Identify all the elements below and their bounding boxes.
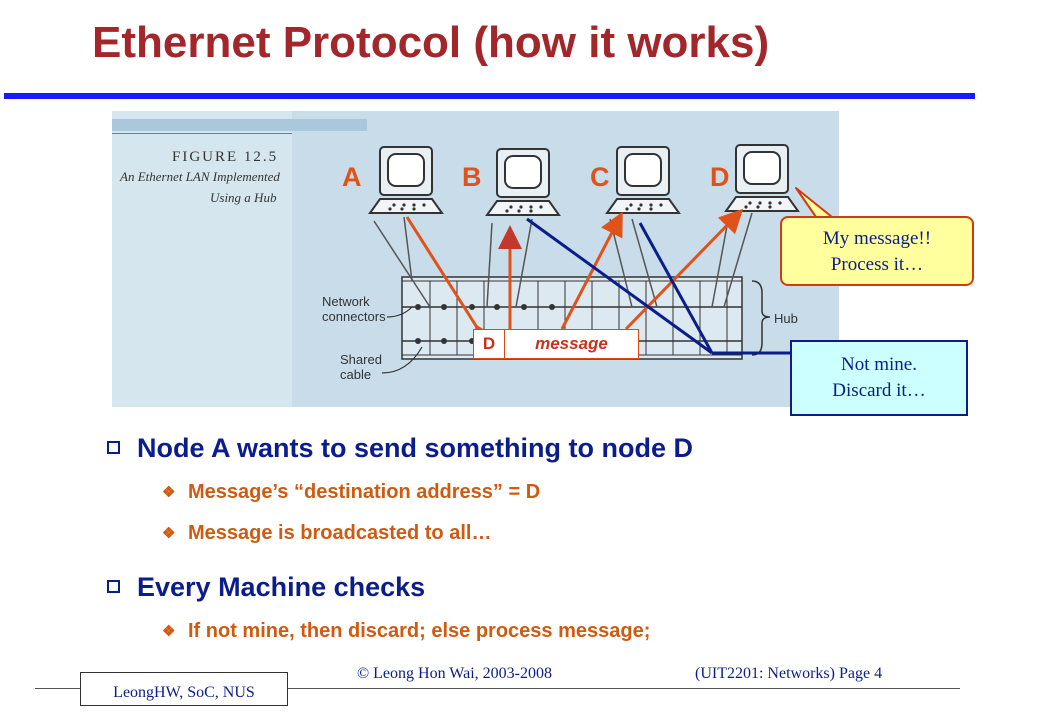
- slide-title: Ethernet Protocol (how it works): [92, 18, 770, 67]
- subbullet-broadcast-text: Message is broadcasted to all…: [188, 522, 492, 544]
- title-rule: [4, 93, 975, 99]
- shared-cable-label-2: cable: [340, 367, 371, 382]
- figure-top-band: [112, 119, 367, 131]
- subbullet-destination-text: Message’s “destination address” = D: [188, 481, 541, 503]
- bullet-node-a: Node A wants to send something to node D: [107, 433, 693, 464]
- footer-author: LeongHW, SoC, NUS: [80, 672, 288, 706]
- bullet-every-machine-text: Every Machine checks: [137, 572, 426, 602]
- callout-my-line1: My message!!: [822, 228, 932, 249]
- caption-panel: [112, 111, 292, 407]
- figure-caption-line3: Using a Hub: [210, 190, 277, 205]
- broadcast-arrows: [405, 208, 744, 351]
- computer-d: [724, 144, 800, 212]
- node-label-d: D: [710, 162, 730, 192]
- square-bullet-icon: [107, 580, 120, 593]
- message-packet: D message: [473, 329, 639, 359]
- figure-svg: FIGURE 12.5 An Ethernet LAN Implemented …: [112, 111, 839, 407]
- computer-b: [485, 148, 561, 216]
- network-connectors-label-2: connectors: [322, 309, 386, 324]
- bullet-every-machine: Every Machine checks: [107, 572, 425, 603]
- discard-lines: [526, 217, 792, 355]
- hub-label: Hub: [774, 311, 798, 326]
- node-label-c: C: [590, 162, 610, 192]
- computer-c: [605, 146, 681, 214]
- subbullet-discard: ❖ If not mine, then discard; else process…: [162, 620, 650, 643]
- computer-a: [368, 146, 444, 214]
- hub-brace: [751, 280, 771, 356]
- diamond-bullet-icon: ❖: [162, 484, 176, 501]
- footer-copyright: © Leong Hon Wai, 2003-2008: [357, 665, 552, 682]
- callout-not-line1: Not mine.: [841, 354, 917, 375]
- footer-rule: [35, 688, 960, 689]
- shared-cable-label-1: Shared: [340, 352, 382, 367]
- subbullet-broadcast: ❖ Message is broadcasted to all…: [162, 522, 491, 545]
- square-bullet-icon: [107, 441, 120, 454]
- node-label-a: A: [342, 162, 362, 192]
- node-label-b: B: [462, 162, 482, 192]
- subbullet-discard-text: If not mine, then discard; else process …: [188, 620, 651, 642]
- packet-destination-field: D: [474, 330, 505, 358]
- callout-not-mine: Not mine. Discard it…: [790, 340, 968, 416]
- hub: [401, 276, 743, 360]
- ethernet-hub-figure: FIGURE 12.5 An Ethernet LAN Implemented …: [112, 111, 839, 407]
- packet-message-field: message: [535, 334, 608, 353]
- subbullet-destination: ❖ Message’s “destination address” = D: [162, 481, 540, 504]
- callout-not-line2: Discard it…: [832, 380, 926, 401]
- callout-my-message: My message!! Process it…: [780, 216, 974, 286]
- network-connectors-label-1: Network: [322, 294, 370, 309]
- diamond-bullet-icon: ❖: [162, 623, 176, 640]
- footer-page-number: (UIT2201: Networks) Page 4: [695, 665, 883, 682]
- figure-caption-line2: An Ethernet LAN Implemented: [119, 169, 280, 184]
- callout-my-line2: Process it…: [830, 254, 924, 275]
- figure-caption-number: FIGURE 12.5: [172, 149, 278, 165]
- bullet-node-a-text: Node A wants to send something to node D: [137, 433, 694, 463]
- diamond-bullet-icon: ❖: [162, 525, 176, 542]
